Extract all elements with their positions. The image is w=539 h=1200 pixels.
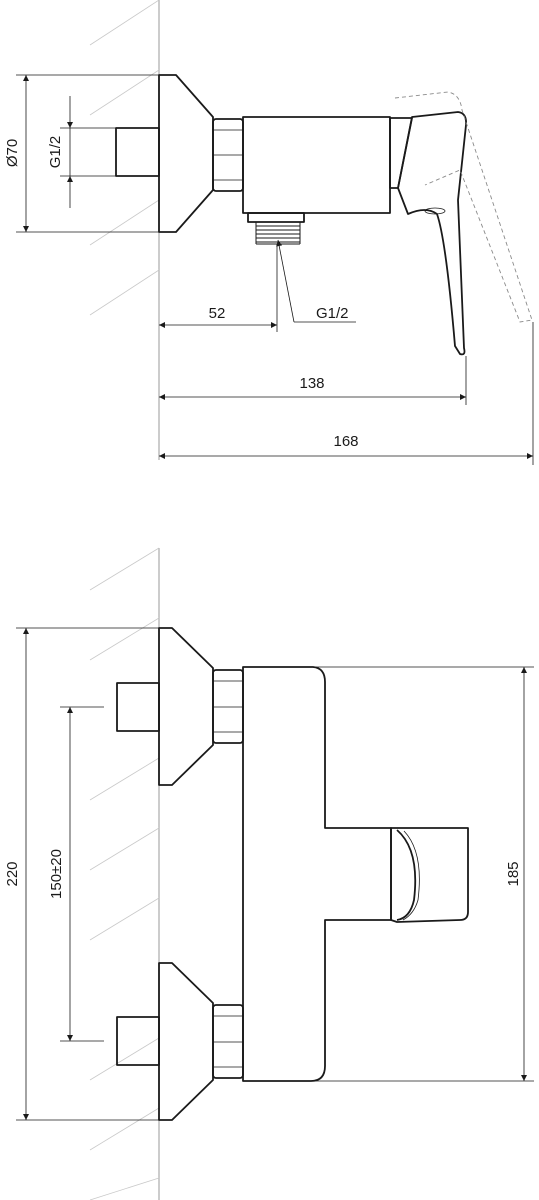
- dim-52-label: 52: [209, 305, 226, 322]
- lever-front-curve: [396, 829, 417, 921]
- wall-hatching-side: [89, 0, 160, 316]
- wall-hatching-front: [89, 547, 160, 1200]
- lever-front: [390, 827, 469, 923]
- mixer-body-side: [242, 116, 391, 214]
- top-escutcheon-front: [158, 627, 214, 786]
- dim-150-label: 150±20: [48, 849, 65, 899]
- bottom-inlet-pipe-front: [116, 1016, 160, 1066]
- dim-138-label: 138: [299, 375, 324, 392]
- lever-side: [389, 117, 413, 189]
- top-hex-nut-front: [212, 669, 244, 744]
- inlet-thread-label: G1/2: [47, 136, 64, 169]
- front-view: 220 150±20 185: [4, 547, 534, 1200]
- dim-168-label: 168: [333, 433, 358, 450]
- bottom-hex-nut-front: [212, 1004, 244, 1079]
- side-view: Ø70 G1/2 G1/2 52 138 168: [4, 0, 534, 465]
- escutcheon-side: [158, 74, 214, 233]
- outlet-thread-label: G1/2: [316, 305, 349, 322]
- dim-220-label: 220: [4, 861, 21, 886]
- dim-185-label: 185: [505, 861, 522, 886]
- lever-handle-side: [397, 111, 467, 356]
- mixer-body-front: [242, 666, 392, 1082]
- outlet-leader-line: [276, 239, 295, 323]
- lever-rotation-dashed: [394, 91, 533, 323]
- top-inlet-pipe-front: [116, 682, 160, 732]
- diameter-label: Ø70: [4, 139, 21, 167]
- bottom-escutcheon-front: [158, 962, 214, 1121]
- hex-nut-side: [212, 118, 244, 192]
- outlet-thread-side: [247, 212, 305, 245]
- inlet-pipe-side: [115, 127, 160, 177]
